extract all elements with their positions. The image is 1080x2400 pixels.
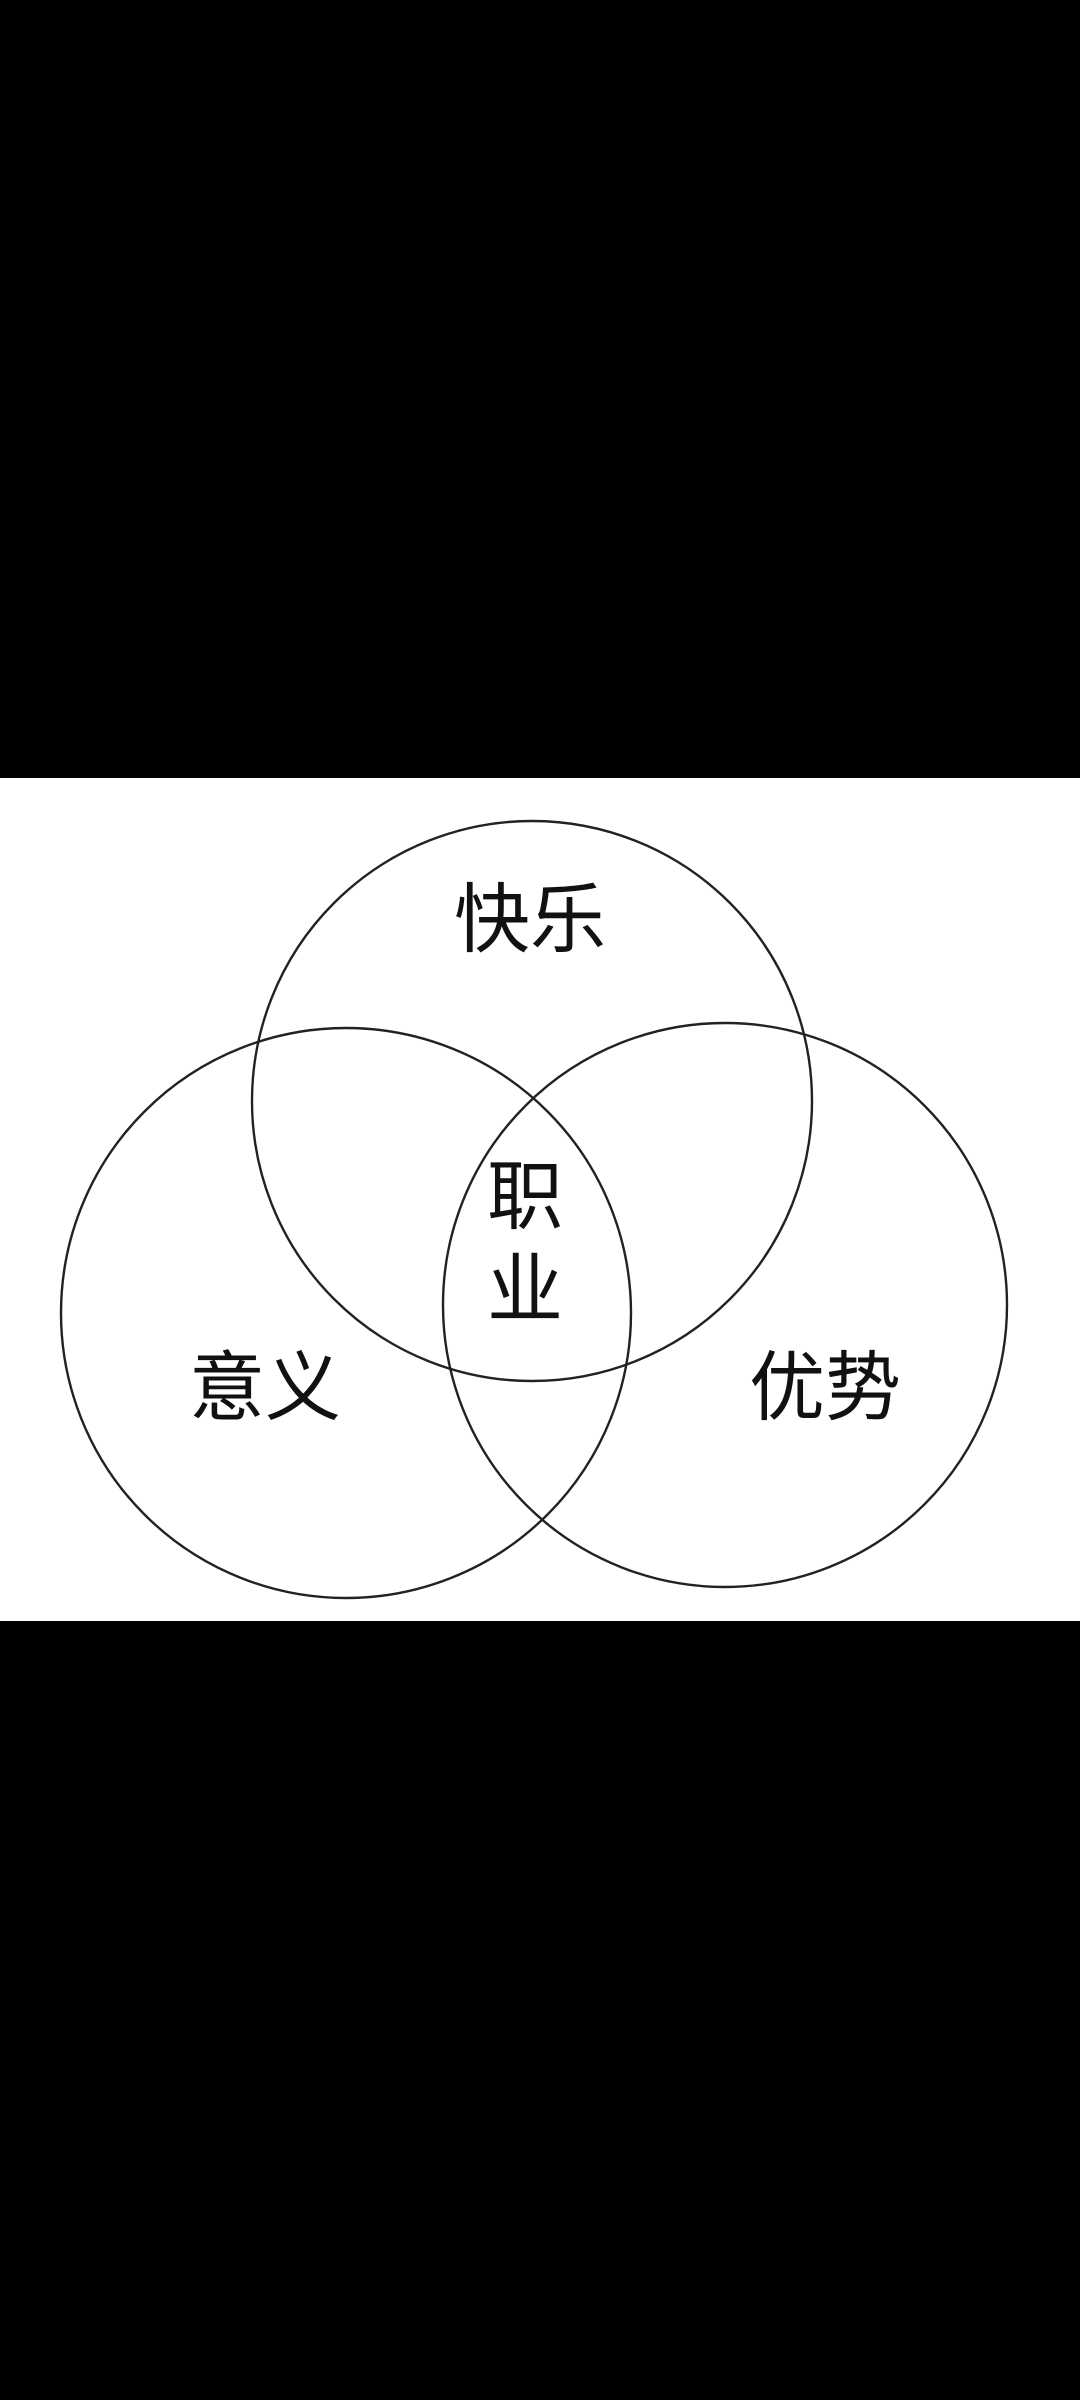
venn-diagram-image: 快乐 意义 优势 职 业: [0, 778, 1080, 1621]
label-career-line-1: 职: [487, 1152, 563, 1241]
circle-meaning: [59, 1026, 633, 1600]
label-career-line-2: 业: [487, 1245, 563, 1334]
label-meaning: 意义: [189, 1343, 341, 1432]
circle-strengths: [441, 1021, 1009, 1589]
circle-happiness: [250, 819, 814, 1383]
label-happiness: 快乐: [454, 875, 606, 964]
label-strengths: 优势: [749, 1343, 901, 1432]
venn-diagram: 快乐 意义 优势 职 业: [59, 819, 1009, 1600]
